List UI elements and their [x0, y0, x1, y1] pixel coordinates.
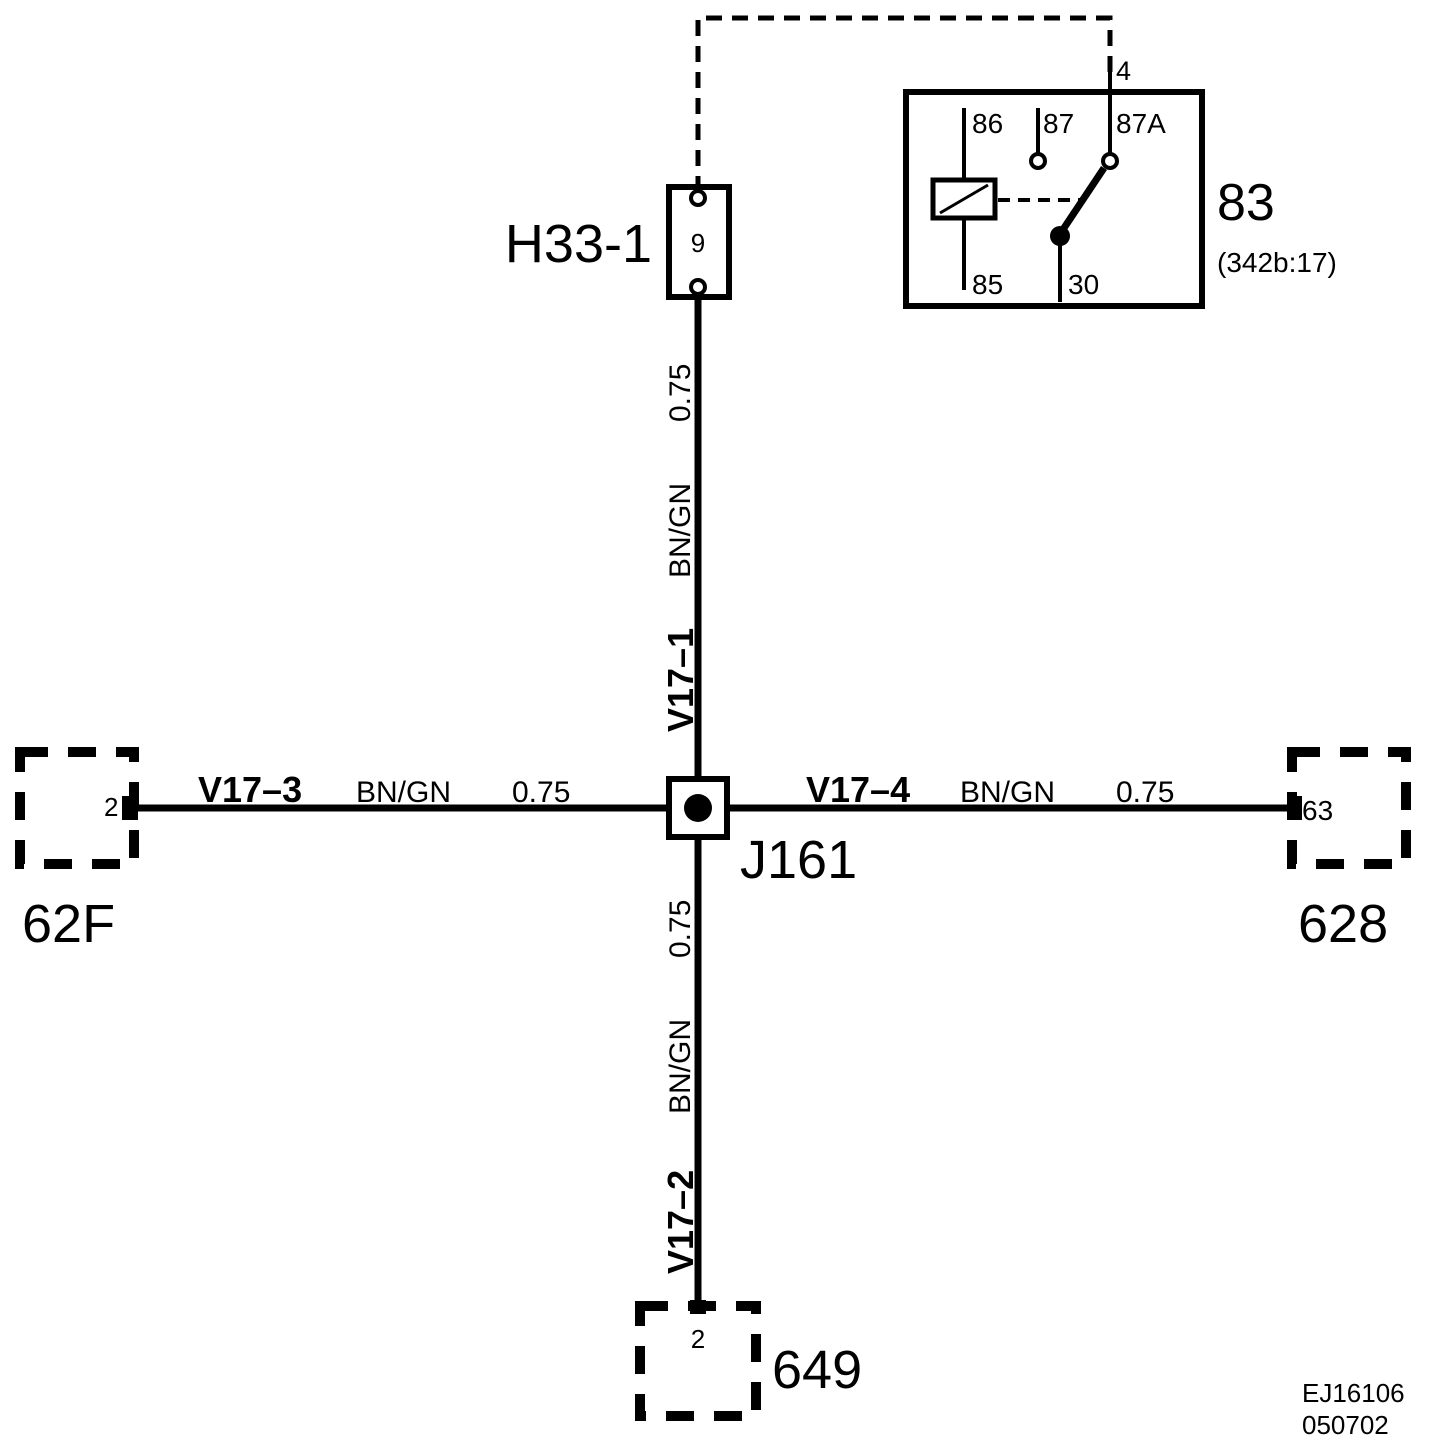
relay-housing	[903, 89, 1205, 309]
fuse-h33-1: 9 H33-1	[505, 184, 732, 300]
connector-628-id: 628	[1298, 894, 1388, 954]
relay-pin-87-label: 87	[1043, 108, 1074, 139]
wire-v17-1-id: V17–1	[660, 628, 701, 732]
label-v17-1-group: V17–1	[660, 628, 701, 732]
relay-contact-87a	[1101, 152, 1119, 170]
fuse-number: 9	[691, 228, 705, 258]
connector-628-pin: 63	[1302, 795, 1333, 826]
wire-v17-1-color: BN/GN	[664, 483, 697, 578]
splice-node	[684, 794, 712, 822]
relay-pin-87a-label: 87A	[1116, 108, 1166, 139]
connector-649: 2 649	[635, 1300, 862, 1421]
relay-pin-30-label: 30	[1068, 269, 1099, 300]
drawing-code: EJ16106	[1302, 1378, 1405, 1408]
wire-v17-4-color: BN/GN	[960, 776, 1055, 809]
relay-switch-arm	[1057, 166, 1107, 236]
connector-649-terminal	[690, 1300, 706, 1314]
relay-pin-85-label: 85	[972, 269, 1003, 300]
label-v17-2-size-group: 0.75	[664, 900, 697, 958]
relay-reference: (342b:17)	[1217, 247, 1337, 278]
relay-contact-87	[1029, 152, 1047, 170]
fuse-top-terminal	[689, 189, 707, 207]
relay-coil-diagonal	[939, 183, 989, 215]
wire-v17-1-size: 0.75	[664, 364, 697, 422]
connector-628-terminal	[1288, 796, 1302, 820]
label-v17-1-color-group: BN/GN	[664, 483, 697, 578]
wire-v17-2-id: V17–2	[660, 1170, 701, 1274]
splice-id: J161	[740, 830, 857, 890]
connector-649-id: 649	[772, 1340, 862, 1400]
connector-62f-id: 62F	[22, 894, 115, 954]
relay-pin-4-label: 4	[1116, 56, 1131, 86]
connector-649-outline	[635, 1301, 761, 1421]
wire-v17-3-color: BN/GN	[356, 776, 451, 809]
relay-to-fuse-dashed-link	[695, 15, 1113, 192]
splice-j161: J161	[666, 776, 857, 890]
relay-pin-86-label: 86	[972, 108, 1003, 139]
connector-62f-pin: 2	[104, 792, 118, 822]
wire-v17-2-color: BN/GN	[664, 1019, 697, 1114]
wire-v17-4-size: 0.75	[1116, 776, 1174, 809]
connector-62f-terminal	[122, 796, 138, 820]
relay-id: 83	[1217, 174, 1275, 232]
label-v17-1-size-group: 0.75	[664, 364, 697, 422]
label-v17-2-group: V17–2	[660, 1170, 701, 1274]
wire-v17-3-id: V17–3	[198, 769, 302, 810]
wire-v17-4-id: V17–4	[806, 769, 910, 810]
label-v17-2-color-group: BN/GN	[664, 1019, 697, 1114]
fuse-id: H33-1	[505, 214, 652, 274]
wire-v17-3-size: 0.75	[512, 776, 570, 809]
relay-83: 4 86 87 87A 85 30 83 (342b:17)	[903, 56, 1337, 309]
connector-628: 63 628	[1287, 747, 1411, 954]
fuse-bottom-terminal	[689, 278, 707, 296]
drawing-date: 050702	[1302, 1410, 1389, 1440]
wire-v17-2-size: 0.75	[664, 900, 697, 958]
connector-649-pin: 2	[691, 1324, 705, 1354]
connector-62f: 2 62F	[15, 747, 139, 954]
